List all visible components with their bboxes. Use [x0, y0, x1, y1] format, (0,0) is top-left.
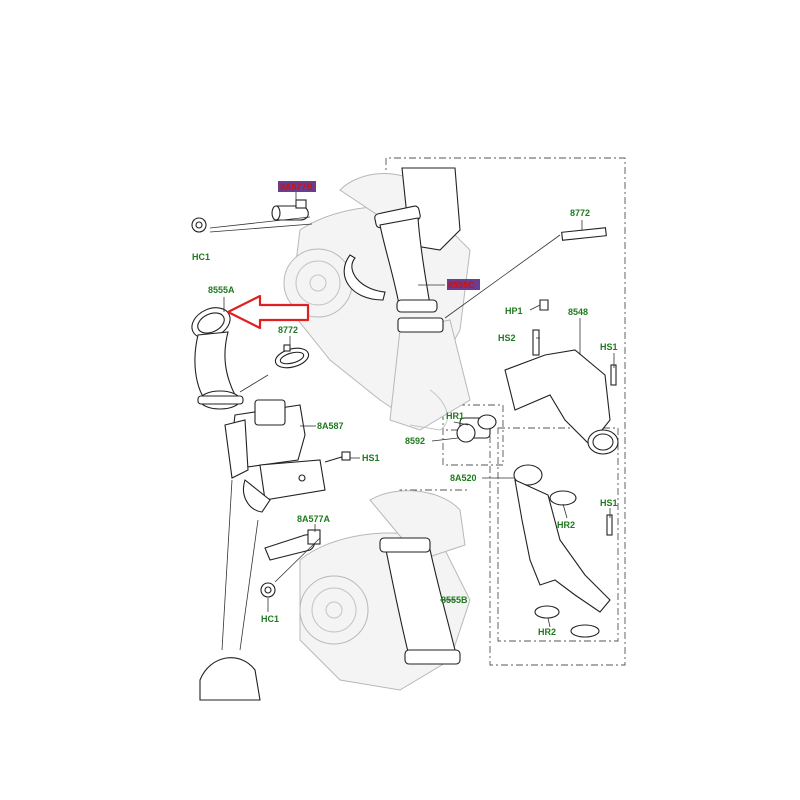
clamp-hc1-top — [191, 217, 207, 233]
hose-8a577a — [264, 529, 321, 561]
label-8a520: 8A520 — [450, 473, 477, 483]
pointer-arrow-icon — [226, 294, 310, 330]
screw-hs1-mid — [324, 451, 351, 463]
label-8772-right: 8772 — [570, 208, 590, 218]
label-8772-left: 8772 — [278, 325, 298, 335]
connector-8592 — [456, 414, 497, 443]
label-hs2: HS2 — [498, 333, 516, 343]
pipe-8a520 — [513, 464, 611, 638]
hose-8555a — [191, 307, 244, 410]
highlight-8a577b — [278, 181, 316, 192]
label-hr2-a: HR2 — [557, 520, 575, 530]
hose-8555c — [343, 167, 461, 333]
dashed-boundaries — [385, 157, 626, 666]
label-8592: 8592 — [405, 436, 425, 446]
label-8548: 8548 — [568, 307, 588, 317]
label-hr2-b: HR2 — [538, 627, 556, 637]
hose-fragment-bottom — [199, 479, 261, 701]
screw-hs1-right — [606, 364, 617, 536]
label-hc1-bot: HC1 — [261, 614, 279, 624]
leader-lines — [209, 190, 615, 628]
label-8a577a: 8A577A — [297, 514, 331, 524]
valve-8a587 — [224, 399, 326, 513]
label-hp1: HP1 — [505, 306, 523, 316]
label-8555a: 8555A — [208, 285, 235, 295]
label-8555c: 8555C — [448, 280, 475, 290]
hose-8a577b — [271, 199, 309, 221]
label-8a587: 8A587 — [317, 421, 344, 431]
label-hs1-mid: HS1 — [362, 453, 380, 463]
highlight-8555c — [447, 279, 480, 290]
housing-8548 — [504, 299, 619, 455]
label-8555b: 8555B — [441, 595, 468, 605]
label-8a577b: 8A577B — [280, 182, 314, 192]
clamp-8772-right — [561, 227, 607, 241]
label-hs1-r1: HS1 — [600, 342, 618, 352]
hose-8555b — [379, 537, 461, 665]
clamp-8772-left — [274, 344, 310, 369]
label-hr1: HR1 — [446, 411, 464, 421]
clamp-hc1-bot — [260, 582, 276, 598]
label-hc1-top: HC1 — [192, 252, 210, 262]
label-hs1-r2: HS1 — [600, 498, 618, 508]
